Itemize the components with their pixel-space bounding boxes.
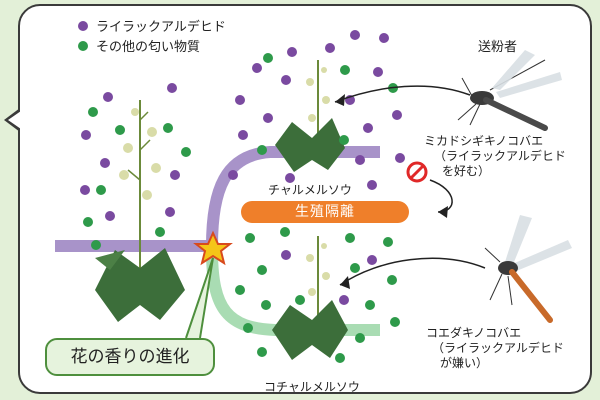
kocharumerusou-plant [272, 236, 348, 360]
ancestral-plant [95, 100, 185, 322]
legend-lilac-label: ライラックアルデヒド [96, 20, 226, 35]
legend-lilac: ライラックアルデヒド [78, 16, 226, 35]
scent-dots-lower [235, 227, 400, 363]
scent-dots-upper [228, 30, 405, 190]
legend-other-label: その他の匂い物質 [96, 40, 201, 55]
speech-bubble-tail-inner [8, 111, 21, 129]
koeda-fly-illustration [484, 215, 572, 323]
mikado-label: ミカドシギキノコバエ [424, 134, 544, 148]
reproductive-isolation-bar: 生殖隔離 [241, 201, 409, 223]
mikado-note: （ライラックアルデヒド [434, 149, 566, 163]
rejection-arrow [429, 179, 453, 213]
pollinator-header: 送粉者 [478, 40, 518, 55]
charumerusou-plant [275, 60, 345, 172]
mikado-note2: を好む） [442, 164, 491, 178]
evolution-pointer [185, 257, 214, 339]
legend-other: その他の匂い物質 [78, 36, 200, 55]
charumerusou-label: チャルメルソウ [268, 183, 352, 197]
lower-branch [206, 249, 380, 336]
lilac-dot-icon [78, 20, 88, 31]
flower-scent-evolution-box: 花の香りの進化 [45, 338, 215, 376]
lower-fly-arrow [339, 257, 486, 286]
attraction-arrow [334, 85, 471, 103]
koeda-label: コエダキノコバエ [426, 326, 522, 340]
koeda-note2: が嫌い） [440, 356, 489, 370]
star-icon [193, 230, 233, 266]
kocharumerusou-label: コチャルメルソウ [264, 380, 360, 394]
scent-dots-left [80, 83, 191, 250]
other-dot-icon [78, 40, 88, 51]
mikado-fly-illustration [457, 50, 562, 131]
prohibition-icon [406, 161, 428, 183]
koeda-note: （ライラックアルデヒド [432, 341, 564, 355]
